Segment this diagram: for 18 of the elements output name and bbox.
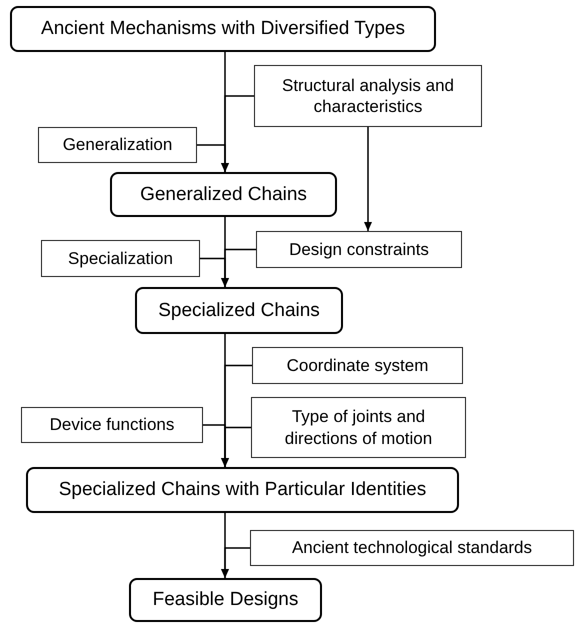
stage-box: Generalized Chains [110,172,337,217]
arrow [364,127,372,231]
stage-box: Ancient Mechanisms with Diversified Types [10,6,436,52]
factor-box: Ancient technological standards [250,530,574,566]
arrow [221,547,250,578]
stage-box: Specialized Chains with Particular Identities [26,467,459,513]
factor-box: Coordinate system [252,347,463,384]
factor-box: Device functions [21,407,203,443]
factor-box: Design constraints [256,231,462,268]
stage-box: Specialized Chains [135,287,343,334]
factor-box: Specialization [41,240,200,277]
arrow [197,144,229,172]
arrow [221,426,251,467]
factor-box: Type of joints and directions of motion [251,397,466,458]
arrow [200,258,229,287]
stage-box: Feasible Designs [129,578,322,622]
factor-box: Generalization [38,127,197,163]
factor-box: Structural analysis and characteristics [254,65,482,127]
